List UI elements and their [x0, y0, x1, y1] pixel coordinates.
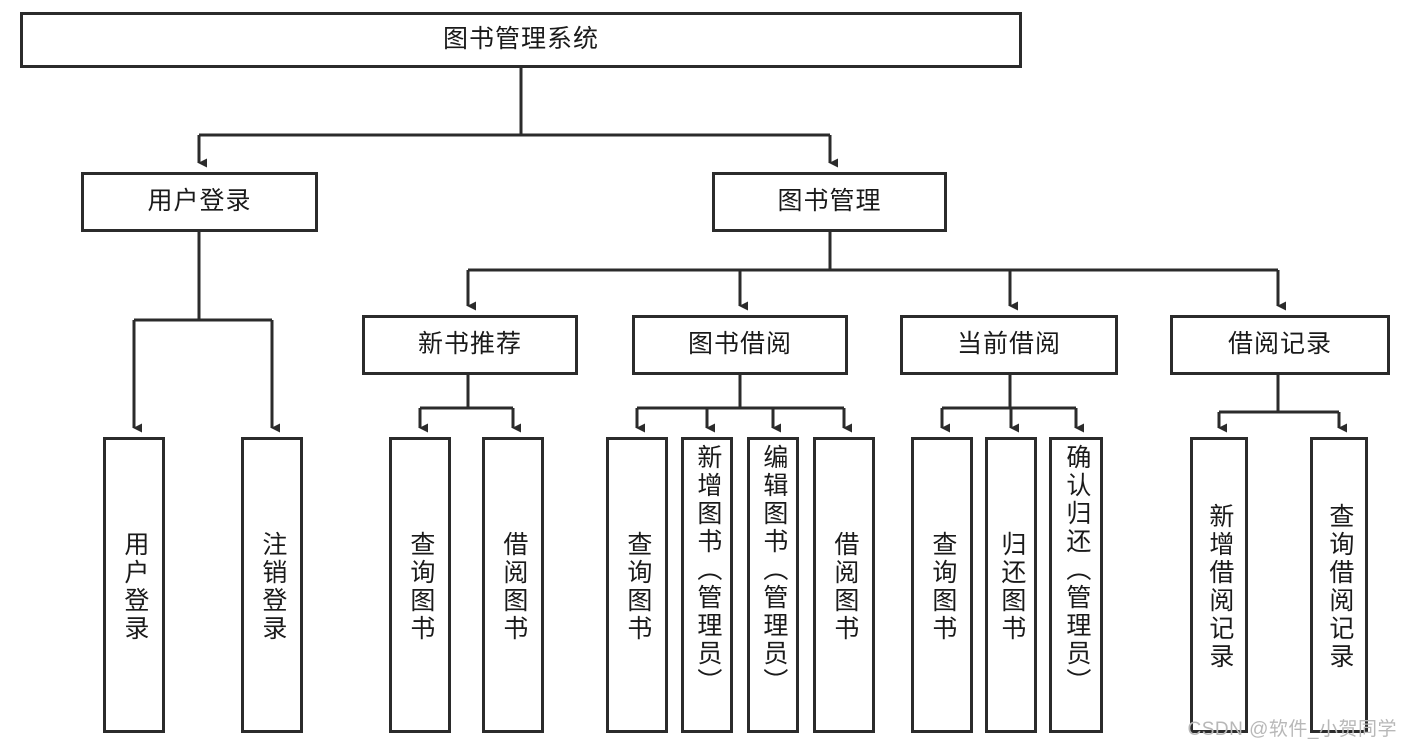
- node-book-management-label: 图书管理: [777, 187, 882, 216]
- leaf-query-book-recommend[interactable]: 查询图书: [389, 437, 451, 733]
- leaf-add-borrow-record[interactable]: 新增借阅记录: [1190, 437, 1248, 733]
- leaf-confirm-return-admin-label: 确认归还（管理员）: [1062, 444, 1091, 696]
- leaf-borrow-book-recommend-label: 借阅图书: [499, 531, 528, 643]
- leaf-logout-label: 注销登录: [258, 531, 287, 643]
- leaf-user-login-label: 用户登录: [120, 531, 149, 643]
- leaf-query-book-current-label: 查询图书: [928, 531, 957, 643]
- node-borrow-records[interactable]: 借阅记录: [1170, 315, 1390, 375]
- leaf-return-book[interactable]: 归还图书: [985, 437, 1037, 733]
- leaf-add-book-admin-label: 新增图书（管理员）: [693, 444, 722, 696]
- leaf-add-borrow-record-label: 新增借阅记录: [1205, 503, 1234, 671]
- leaf-query-borrow-record[interactable]: 查询借阅记录: [1310, 437, 1368, 733]
- node-current-borrow-label: 当前借阅: [956, 330, 1061, 359]
- node-root[interactable]: 图书管理系统: [20, 12, 1022, 68]
- leaf-add-book-admin[interactable]: 新增图书（管理员）: [681, 437, 733, 733]
- leaf-confirm-return-admin[interactable]: 确认归还（管理员）: [1049, 437, 1103, 733]
- leaf-query-book-current[interactable]: 查询图书: [911, 437, 973, 733]
- leaf-query-book-recommend-label: 查询图书: [406, 531, 435, 643]
- node-book-borrow[interactable]: 图书借阅: [632, 315, 848, 375]
- leaf-borrow-book-label: 借阅图书: [830, 531, 859, 643]
- node-new-book-recommend[interactable]: 新书推荐: [362, 315, 578, 375]
- leaf-query-book-borrow-label: 查询图书: [623, 531, 652, 643]
- node-user-login-label: 用户登录: [147, 187, 252, 216]
- node-book-borrow-label: 图书借阅: [687, 330, 792, 359]
- leaf-query-borrow-record-label: 查询借阅记录: [1325, 503, 1354, 671]
- leaf-borrow-book-recommend[interactable]: 借阅图书: [482, 437, 544, 733]
- node-borrow-records-label: 借阅记录: [1227, 330, 1332, 359]
- leaf-query-book-borrow[interactable]: 查询图书: [606, 437, 668, 733]
- node-current-borrow[interactable]: 当前借阅: [900, 315, 1118, 375]
- node-new-book-recommend-label: 新书推荐: [417, 330, 522, 359]
- leaf-borrow-book[interactable]: 借阅图书: [813, 437, 875, 733]
- leaf-return-book-label: 归还图书: [997, 531, 1026, 643]
- node-root-label: 图书管理系统: [442, 25, 599, 54]
- leaf-user-login[interactable]: 用户登录: [103, 437, 165, 733]
- node-book-management[interactable]: 图书管理: [712, 172, 947, 232]
- leaf-edit-book-admin[interactable]: 编辑图书（管理员）: [747, 437, 799, 733]
- node-user-login[interactable]: 用户登录: [81, 172, 318, 232]
- leaf-logout[interactable]: 注销登录: [241, 437, 303, 733]
- leaf-edit-book-admin-label: 编辑图书（管理员）: [759, 444, 788, 696]
